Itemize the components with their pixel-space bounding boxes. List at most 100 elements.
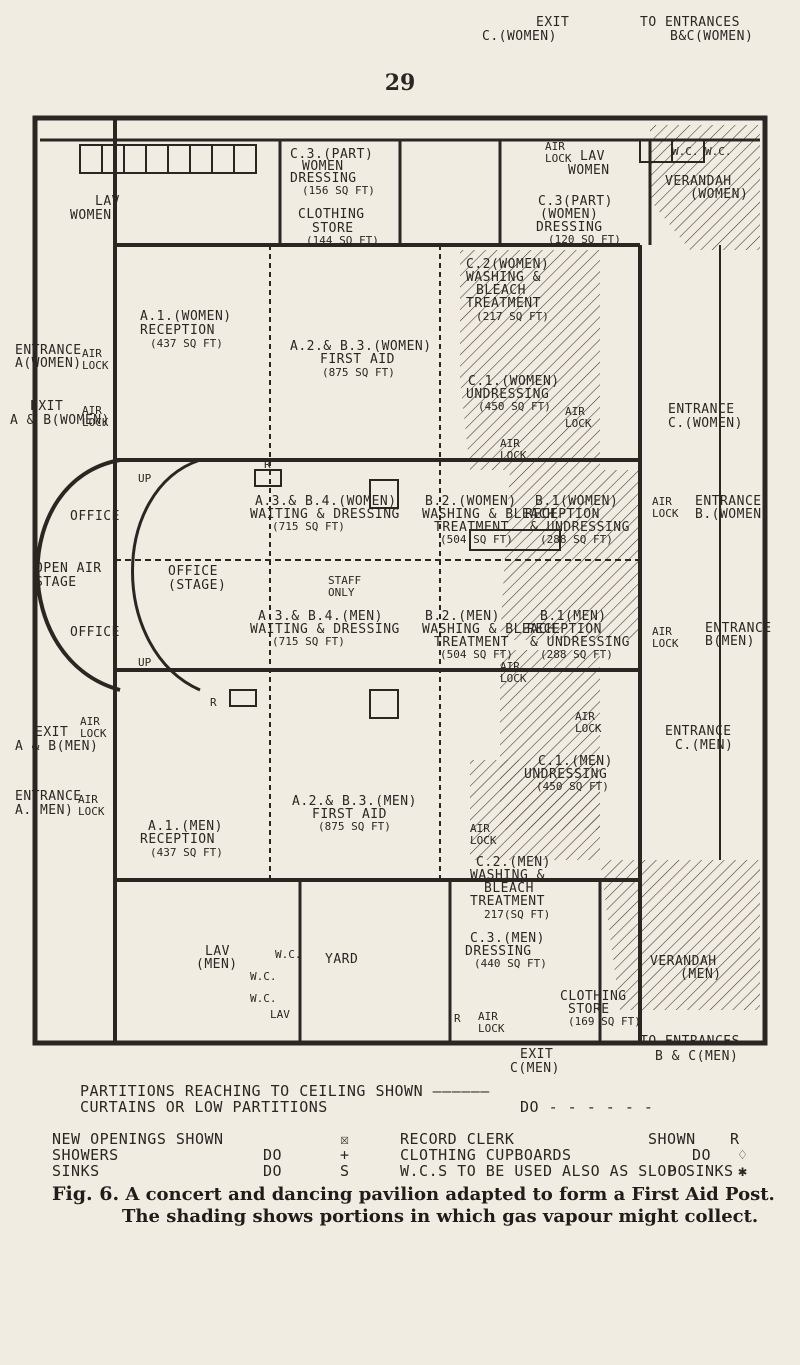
- stage-outline: [35, 458, 121, 692]
- svg-text:(875 SQ FT): (875 SQ FT): [318, 820, 391, 833]
- svg-text:B.2.(WOMEN): B.2.(WOMEN): [425, 494, 517, 509]
- svg-text:RECEPTION: RECEPTION: [527, 622, 602, 637]
- svg-text:R: R: [210, 696, 217, 709]
- svg-text:TO ENTRANCES: TO ENTRANCES: [640, 15, 740, 30]
- svg-text:TREATMENT: TREATMENT: [466, 296, 541, 311]
- svg-text:RECEPTION: RECEPTION: [140, 323, 215, 338]
- svg-text:C.(WOMEN): C.(WOMEN): [668, 416, 743, 431]
- svg-text:OFFICE: OFFICE: [70, 509, 120, 524]
- svg-text:RECEPTION: RECEPTION: [525, 507, 600, 522]
- svg-text:B.(WOMEN): B.(WOMEN): [695, 507, 770, 522]
- svg-text:LOCK: LOCK: [565, 417, 592, 430]
- svg-text:STORE: STORE: [568, 1002, 610, 1017]
- svg-text:(WOMEN): (WOMEN): [540, 207, 598, 222]
- legend-do-4: DO: [668, 1162, 688, 1180]
- svg-text:WOMEN: WOMEN: [70, 208, 112, 223]
- svg-text:(715 SQ FT): (715 SQ FT): [272, 635, 345, 648]
- svg-text:(450 SQ FT): (450 SQ FT): [478, 400, 551, 413]
- svg-text:ENTRANCE: ENTRANCE: [15, 789, 82, 804]
- legend-sinks: SINKS: [52, 1162, 100, 1180]
- legend-curtains-do: DO - - - - - -: [520, 1098, 654, 1116]
- svg-text:B&C(WOMEN): B&C(WOMEN): [670, 29, 753, 44]
- svg-text:(STAGE): (STAGE): [168, 578, 226, 593]
- symbol-diamond-icon: ♢: [738, 1146, 748, 1164]
- svg-text:UNDRESSING: UNDRESSING: [466, 387, 549, 402]
- svg-text:LOCK: LOCK: [80, 727, 107, 740]
- svg-text:LOCK: LOCK: [82, 416, 109, 429]
- svg-text:C.(MEN): C.(MEN): [675, 738, 733, 753]
- svg-text:R: R: [264, 458, 271, 471]
- svg-text:CLOTHING: CLOTHING: [298, 207, 365, 222]
- svg-text:B.1(MEN): B.1(MEN): [540, 609, 607, 624]
- svg-text:& UNDRESSING: & UNDRESSING: [530, 520, 630, 535]
- svg-text:C.2.(MEN): C.2.(MEN): [476, 855, 551, 870]
- legend-do-1: DO: [263, 1146, 283, 1164]
- svg-text:W.C.: W.C.: [250, 992, 277, 1005]
- svg-text:AIR: AIR: [78, 793, 98, 806]
- svg-text:C(MEN): C(MEN): [510, 1061, 560, 1076]
- svg-text:(437 SQ FT): (437 SQ FT): [150, 846, 223, 859]
- symbol-plus-icon: +: [340, 1146, 350, 1164]
- svg-text:(875 SQ FT): (875 SQ FT): [322, 366, 395, 379]
- svg-text:EXIT: EXIT: [536, 15, 569, 30]
- svg-text:LOCK: LOCK: [652, 507, 679, 520]
- svg-text:A.3.& B.4.(WOMEN): A.3.& B.4.(WOMEN): [255, 494, 397, 509]
- svg-text:C.2(WOMEN): C.2(WOMEN): [466, 257, 549, 272]
- svg-text:(169 SQ FT): (169 SQ FT): [568, 1015, 641, 1028]
- legend-new-openings: NEW OPENINGS SHOWN: [52, 1130, 224, 1148]
- symbol-star-icon: ✱: [738, 1162, 748, 1180]
- symbol-x-icon: ☒: [340, 1130, 350, 1148]
- svg-text:OFFICE: OFFICE: [70, 625, 120, 640]
- svg-text:A & B(MEN): A & B(MEN): [15, 739, 98, 754]
- svg-text:(504 SQ FT): (504 SQ FT): [440, 533, 513, 546]
- svg-text:AIR: AIR: [82, 404, 102, 417]
- legend-showers: SHOWERS: [52, 1146, 119, 1164]
- svg-text:A.2.& B.3.(MEN): A.2.& B.3.(MEN): [292, 794, 417, 809]
- svg-text:217(SQ FT): 217(SQ FT): [484, 908, 550, 921]
- svg-text:AIR: AIR: [80, 715, 100, 728]
- svg-text:AIR: AIR: [500, 660, 520, 673]
- svg-text:ENTRANCE: ENTRANCE: [705, 621, 772, 636]
- svg-text:LAV: LAV: [270, 1008, 290, 1021]
- svg-text:AIR: AIR: [575, 710, 595, 723]
- svg-text:OPEN AIR: OPEN AIR: [35, 561, 102, 576]
- svg-text:ONLY: ONLY: [328, 586, 355, 599]
- svg-text:VERANDAH: VERANDAH: [665, 174, 732, 189]
- svg-text:(437 SQ FT): (437 SQ FT): [150, 337, 223, 350]
- svg-text:FIRST AID: FIRST AID: [312, 807, 387, 822]
- svg-text:EXIT: EXIT: [520, 1047, 553, 1062]
- svg-text:AIR: AIR: [652, 495, 672, 508]
- svg-text:ENTRANCE: ENTRANCE: [15, 343, 82, 358]
- legend-clothing-cupboards: CLOTHING CUPBOARDS: [400, 1146, 572, 1164]
- svg-text:ENTRANCE: ENTRANCE: [668, 402, 735, 417]
- svg-text:ENTRANCE: ENTRANCE: [665, 724, 732, 739]
- figure-caption-line2: The shading shows portions in which gas …: [122, 1206, 759, 1227]
- svg-text:C.1.(MEN): C.1.(MEN): [538, 754, 613, 769]
- svg-text:W.C.: W.C.: [672, 145, 699, 158]
- legend-r: R: [730, 1130, 740, 1148]
- svg-text:CLOTHING: CLOTHING: [560, 989, 627, 1004]
- svg-text:C.3(PART): C.3(PART): [538, 194, 613, 209]
- svg-text:B & C(MEN): B & C(MEN): [655, 1049, 738, 1064]
- legend-wc-note: W.C.S TO BE USED ALSO AS SLOP SINKS: [400, 1162, 734, 1180]
- svg-text:DRESSING: DRESSING: [465, 944, 532, 959]
- legend-partitions: PARTITIONS REACHING TO CEILING SHOWN ———…: [80, 1082, 490, 1100]
- svg-text:EXIT: EXIT: [35, 725, 68, 740]
- svg-text:LOCK: LOCK: [545, 152, 572, 165]
- svg-text:LOCK: LOCK: [470, 834, 497, 847]
- page-number: 29: [384, 70, 416, 96]
- svg-text:(440 SQ FT): (440 SQ FT): [474, 957, 547, 970]
- svg-text:B(MEN): B(MEN): [705, 634, 755, 649]
- svg-text:(504 SQ FT): (504 SQ FT): [440, 648, 513, 661]
- svg-text:A & B(WOMEN): A & B(WOMEN): [10, 413, 110, 428]
- svg-text:BLEACH: BLEACH: [484, 881, 534, 896]
- stair-marks: [229, 469, 561, 719]
- svg-text:LOCK: LOCK: [82, 359, 109, 372]
- svg-text:W.C.: W.C.: [705, 145, 732, 158]
- svg-text:A.1.(MEN): A.1.(MEN): [148, 819, 223, 834]
- svg-text:(288 SQ FT): (288 SQ FT): [540, 533, 613, 546]
- symbol-s-icon: S: [340, 1162, 350, 1180]
- svg-text:LAV: LAV: [95, 194, 120, 209]
- svg-text:W.C.: W.C.: [250, 970, 277, 983]
